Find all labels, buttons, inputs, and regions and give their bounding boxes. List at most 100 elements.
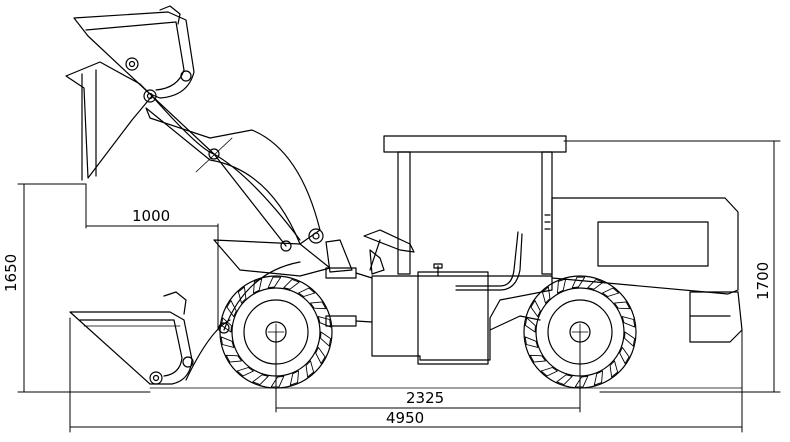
tread-lug [593, 370, 603, 386]
bucket-pin [125, 57, 139, 71]
tread-lug [609, 360, 619, 378]
pivot-mark [195, 137, 233, 173]
front-mount [325, 239, 373, 327]
raised-bucket-shell [73, 11, 195, 99]
tread-lug [614, 301, 631, 310]
seat-back [455, 231, 519, 287]
rear-tire-outer [523, 275, 637, 389]
front-frame-plate [325, 239, 353, 273]
tread-lug [283, 278, 300, 290]
boom-link-line [151, 95, 301, 241]
rear-tire-tread [524, 276, 636, 388]
fuel-cap-top [433, 263, 443, 269]
frame-body [371, 275, 553, 361]
lowered-bucket-pin-center [152, 374, 160, 382]
dim-label-1700: 1700 [754, 261, 772, 300]
tread-lug [252, 374, 269, 386]
canopy [383, 135, 567, 275]
front-tire-outer [219, 275, 333, 389]
tilt-link [213, 153, 287, 247]
tread-lug [540, 367, 558, 377]
bucket-pin [143, 89, 157, 103]
rear-fender-front [489, 315, 541, 331]
canopy-roof [383, 135, 567, 153]
hood-grille [597, 221, 709, 267]
rear-counterweight [689, 291, 743, 343]
tread-lug [619, 346, 630, 364]
tread-lug [237, 286, 247, 304]
raised-bucket-back [65, 61, 153, 179]
boom-lower-arc [223, 261, 301, 331]
boom-lower-link [185, 319, 231, 381]
bucket-pin-center [146, 92, 154, 100]
tilt-cylinder [151, 95, 215, 155]
boom-lower-frame [213, 239, 331, 277]
dimension-lines [17, 140, 781, 433]
tread-lug [270, 375, 285, 388]
tread-lug [317, 316, 332, 328]
tread-lug [220, 336, 235, 348]
tread-lug [253, 278, 263, 294]
raised-bucket-tip [159, 5, 181, 25]
tread-lug [556, 374, 573, 386]
lowered-bucket-inner [79, 319, 183, 377]
tread-lug [524, 317, 536, 333]
fuel-tank [417, 271, 489, 365]
tread-lug [587, 278, 604, 290]
tread-lug [310, 301, 327, 310]
lowered-bucket-pin [149, 371, 163, 385]
dim-label-4950: 4950 [386, 409, 425, 427]
bucket-pin-center [128, 60, 136, 68]
pivot-pin-main [308, 228, 324, 244]
frame [363, 229, 553, 365]
steering-base [369, 249, 385, 275]
pivot-pin [280, 240, 292, 252]
tread-lug [541, 286, 551, 304]
pivot-pin [208, 148, 220, 160]
tread-lug [624, 331, 636, 347]
tread-lug [320, 331, 332, 347]
raised-bucket [65, 5, 195, 181]
tread-lug [621, 316, 636, 328]
dim-label-1000: 1000 [132, 207, 171, 225]
steering-wheel [363, 229, 415, 253]
tread-lug [225, 354, 242, 363]
front-rim [243, 299, 309, 365]
tread-lug [602, 287, 620, 297]
tread-lug [289, 370, 299, 386]
dim-label-1650: 1650 [2, 253, 20, 292]
tread-lug [574, 375, 589, 388]
lowered-bucket [69, 291, 194, 385]
tread-lug [305, 360, 315, 378]
link-line [355, 320, 373, 323]
rear-tire-inner [535, 287, 625, 377]
front-tire-inner [231, 287, 321, 377]
tread-lug [571, 276, 586, 289]
pivot-pin-center [312, 232, 320, 240]
tread-lug [530, 300, 541, 318]
rear-rim [547, 299, 613, 365]
canopy-front-post [397, 151, 411, 275]
dim-label-2325: 2325 [406, 389, 445, 407]
rear-wheel [523, 275, 637, 389]
seat-back-inner [455, 233, 523, 291]
boom-upper [145, 107, 321, 245]
tread-lug [236, 367, 254, 377]
raised-bucket-inner [85, 21, 185, 91]
tread-lug [298, 287, 316, 297]
front-hub [265, 321, 287, 343]
tread-lug [267, 276, 282, 289]
canopy-rear-post [541, 151, 553, 275]
rear-hub [569, 321, 591, 343]
pivot-pin [218, 322, 230, 334]
boom-arm [145, 95, 331, 381]
lowered-bucket-pin [182, 356, 194, 368]
tread-lug [529, 354, 546, 363]
tread-lug [557, 278, 567, 294]
lowered-bucket-shell [69, 311, 193, 385]
lowered-bucket-tip [163, 291, 187, 315]
tread-lug [524, 336, 539, 348]
link-line [355, 272, 373, 279]
